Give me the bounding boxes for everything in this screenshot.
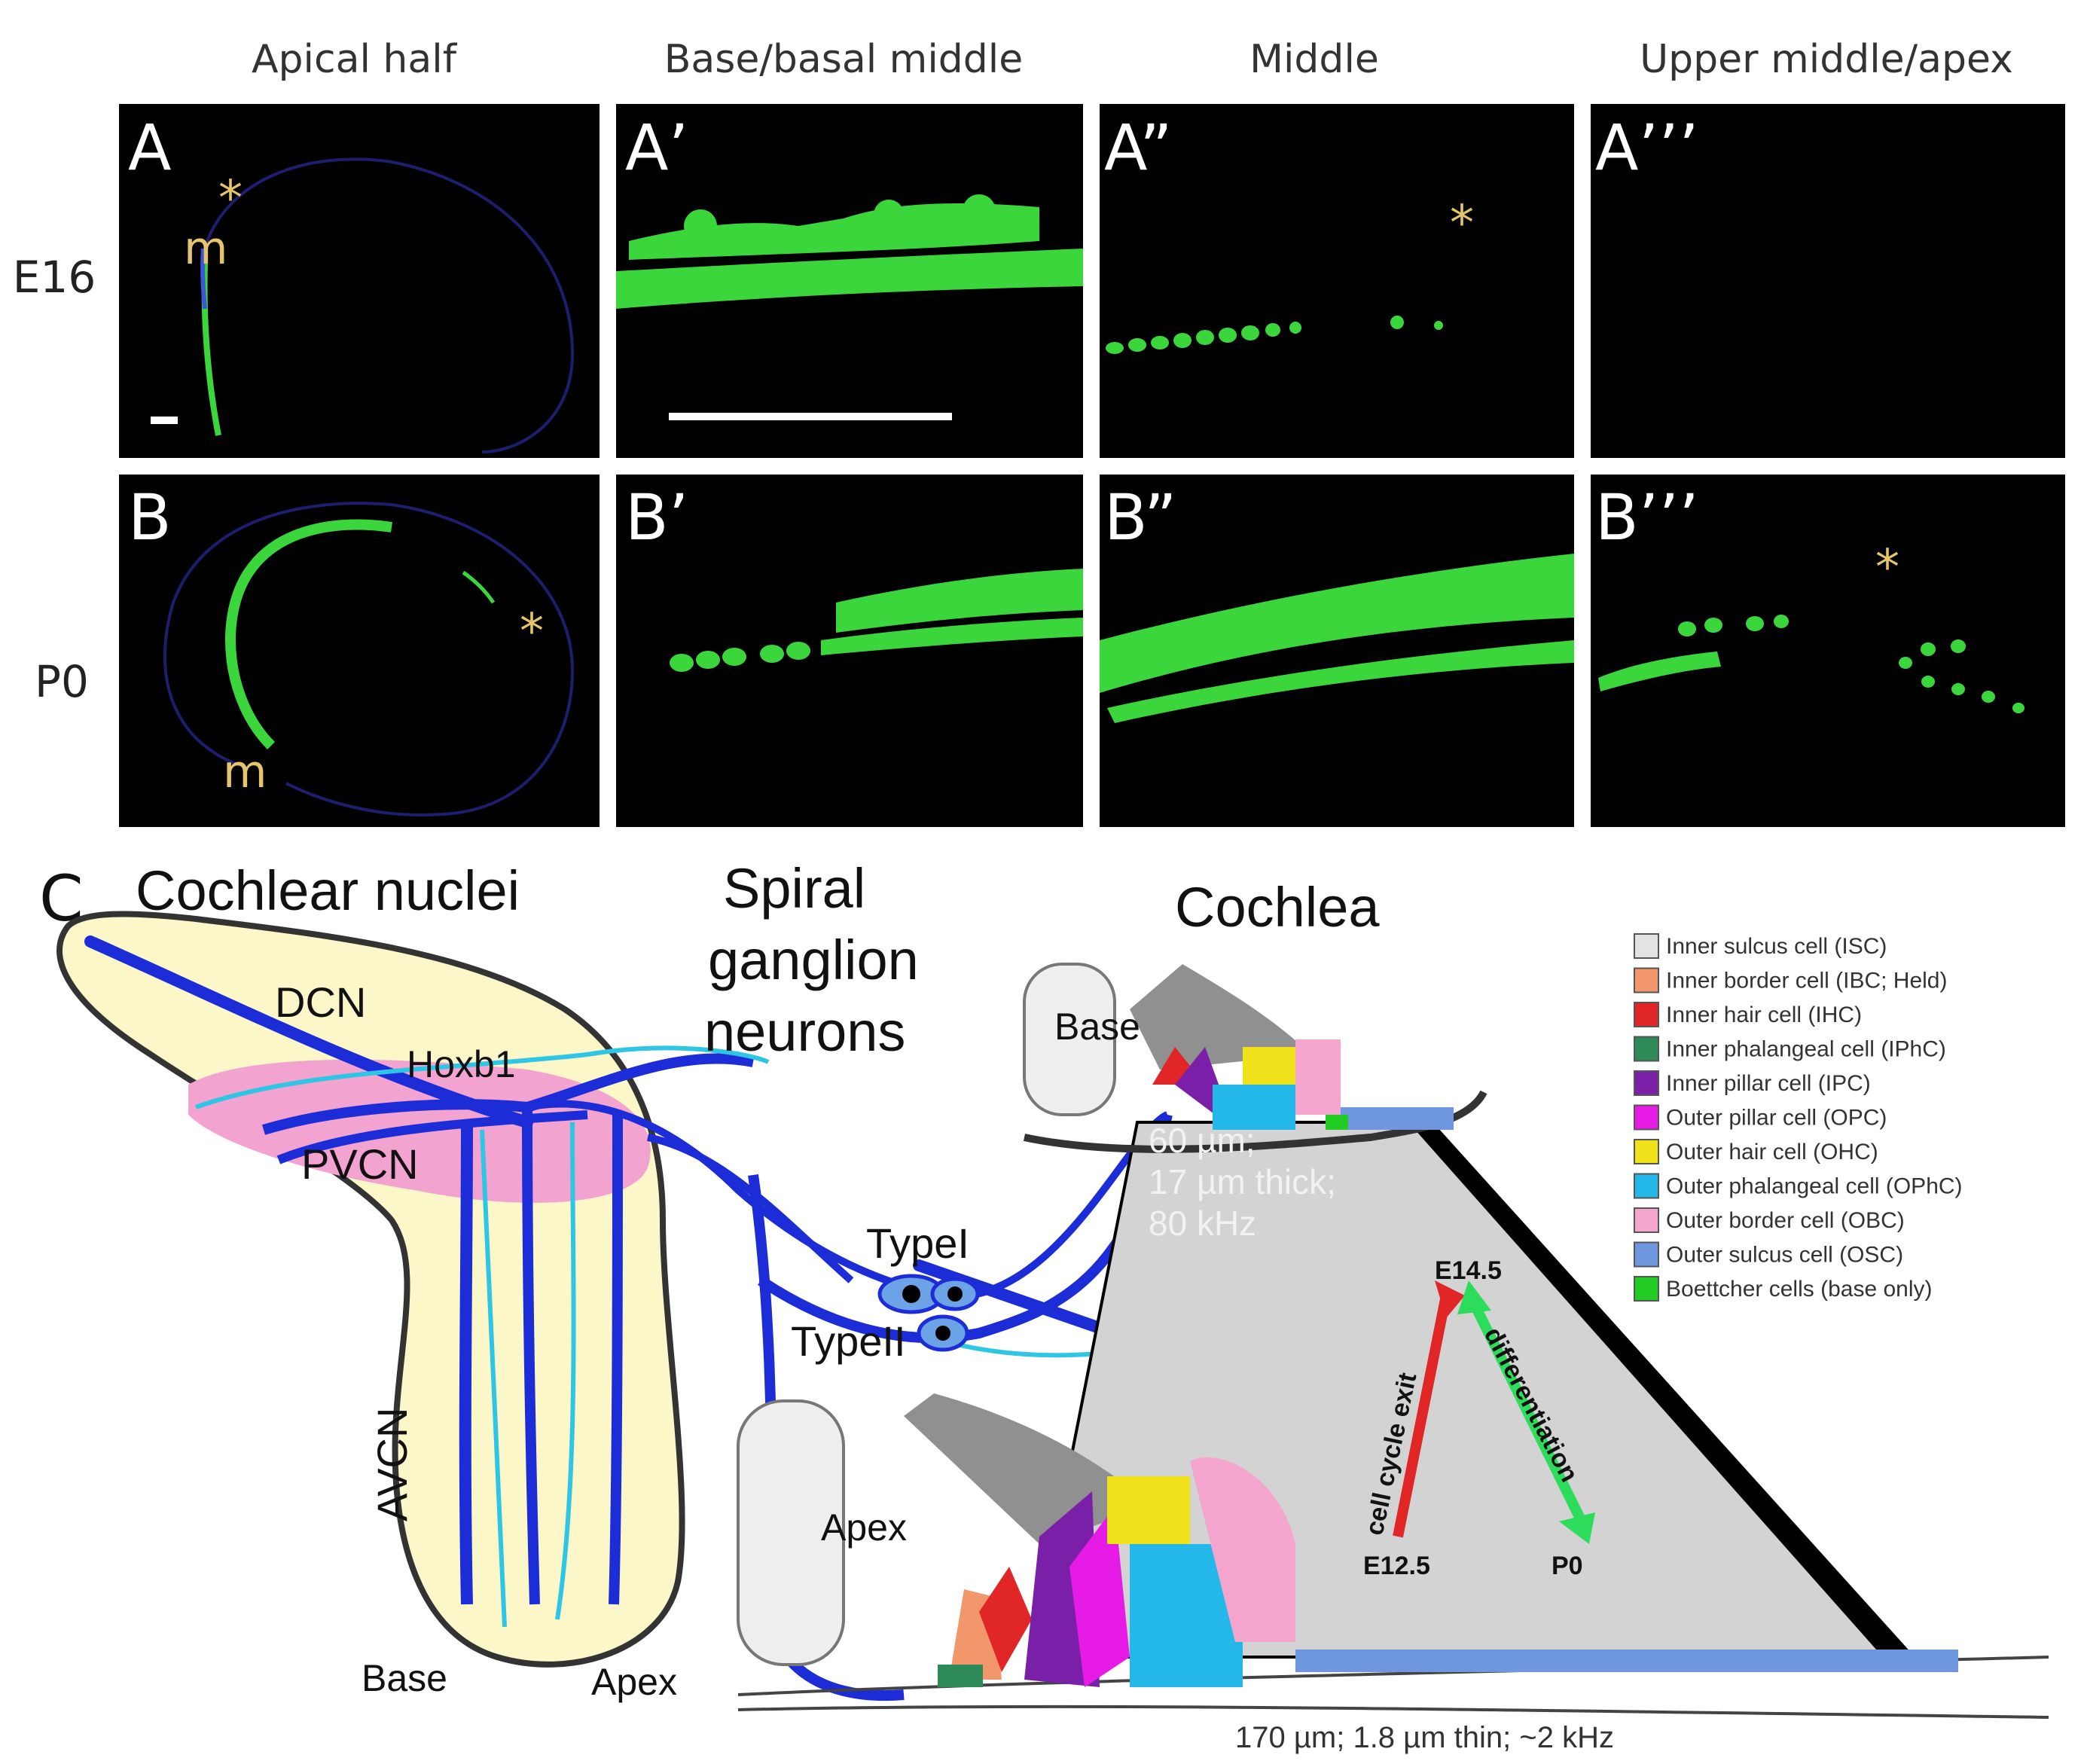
panel-b-prime: B’ [616, 475, 1083, 827]
wedge-edge [1408, 1122, 1913, 1657]
dcn-label: DCN [275, 978, 366, 1026]
cochlea-apex-diagram [737, 1393, 2049, 1719]
column-header-upper-middle-apex: Upper middle/apex [1640, 37, 2013, 82]
legend-label: Inner border cell (IBC; Held) [1666, 969, 1947, 993]
legend-swatch [1634, 1241, 1659, 1268]
spiral-ganglion-title-1: Spiral [723, 857, 865, 920]
cochlea-base-label: Base [1054, 1006, 1140, 1048]
legend-label: Outer pillar cell (OPC) [1666, 1106, 1887, 1131]
panel-label-a-prime: A’ [625, 111, 688, 185]
legend-label: Inner hair cell (IHC) [1666, 1003, 1862, 1027]
type1-label: TypeI [866, 1219, 969, 1267]
cochlear-nuclei-diagram [56, 911, 685, 1668]
panel-label-a-triple-prime: A’’’ [1595, 111, 1699, 185]
nuclei-apex-label: Apex [591, 1661, 677, 1703]
panel-b: B * m [119, 475, 600, 827]
legend-swatch [1634, 1070, 1659, 1096]
panel-label-b-triple-prime: B’’’ [1595, 481, 1699, 554]
cochlea-apex-label: Apex [821, 1506, 907, 1549]
m-marker: m [184, 222, 227, 275]
legend-label: Outer phalangeal cell (OPhC) [1666, 1174, 1963, 1199]
hoxb1-label: Hoxb1 [407, 1043, 516, 1085]
type2-label: TypeII [791, 1317, 906, 1365]
panel-a-triple-prime: A’’’ [1591, 104, 2065, 458]
star-marker: * [520, 604, 544, 660]
legend-swatch [1634, 1173, 1659, 1199]
legend-swatch [1634, 1104, 1659, 1131]
legend-swatch [1634, 1002, 1659, 1027]
legend-label: Boettcher cells (base only) [1666, 1277, 1933, 1302]
e125-label: E12.5 [1363, 1552, 1430, 1580]
base-specs-line-1: 60 µm; [1149, 1121, 1256, 1160]
legend-label: Inner phalangeal cell (IPhC) [1666, 1037, 1946, 1062]
base-specs-line-3: 80 kHz [1149, 1204, 1256, 1243]
column-header-middle: Middle [1249, 37, 1379, 82]
legend-swatch [1634, 933, 1659, 959]
cochlear-nuclei-title: Cochlear nuclei [136, 859, 520, 922]
spiral-ganglion-title-2: ganglion [708, 929, 919, 991]
legend-label: Outer hair cell (OHC) [1666, 1140, 1878, 1164]
legend-label: Inner sulcus cell (ISC) [1666, 934, 1887, 959]
column-header-apical-half: Apical half [252, 37, 458, 82]
star-marker: * [218, 171, 243, 227]
panel-a: A * m [119, 104, 600, 458]
panel-label-a: A [128, 111, 171, 185]
legend-label: Inner pillar cell (IPC) [1666, 1071, 1871, 1096]
row-header-p0: P0 [35, 656, 89, 707]
legend-label: Outer sulcus cell (OSC) [1666, 1243, 1903, 1268]
row-header-e16: E16 [13, 252, 96, 303]
legend-swatch [1634, 967, 1659, 993]
column-header-base: Base/basal middle [664, 37, 1024, 82]
cell-type-legend: Inner sulcus cell (ISC) Inner border cell… [1634, 933, 1963, 1302]
p0-label: P0 [1552, 1552, 1583, 1580]
m-marker: m [223, 746, 267, 798]
nuclei-base-label: Base [362, 1657, 447, 1699]
pvcn-label: PVCN [301, 1140, 419, 1188]
type2-neuron [917, 1314, 969, 1352]
panel-a-double-prime: A” * [1100, 104, 1574, 458]
cochlea-title: Cochlea [1175, 876, 1380, 938]
spiral-ganglion-title-3: neurons [704, 1000, 905, 1063]
panel-b-double-prime: B” [1100, 475, 1574, 827]
legend-swatch [1634, 1207, 1659, 1233]
avcn-label: AVCN [368, 1408, 416, 1521]
panel-b-triple-prime: B’’’ * [1591, 475, 2065, 827]
base-specs-line-2: 17 µm thick; [1149, 1162, 1336, 1201]
type1-neuron [877, 1274, 980, 1314]
legend-swatch [1634, 1276, 1659, 1302]
legend-swatch [1634, 1036, 1659, 1062]
development-arrows [1393, 1280, 1595, 1544]
panel-label-b-prime: B’ [625, 481, 688, 554]
star-marker: * [1450, 196, 1474, 252]
e145-label: E14.5 [1435, 1256, 1502, 1285]
panel-a-prime: A’ [616, 104, 1083, 458]
apex-specs: 170 µm; 1.8 µm thin; ~2 kHz [1235, 1721, 1614, 1754]
panel-label-a-double-prime: A” [1104, 111, 1173, 185]
cochlea-base-diagram [1023, 963, 1487, 1153]
star-marker: * [1875, 540, 1899, 596]
legend-swatch [1634, 1139, 1659, 1164]
legend-label: Outer border cell (OBC) [1666, 1208, 1905, 1233]
panel-label-b-double-prime: B” [1104, 481, 1177, 554]
panel-label-b: B [128, 481, 172, 554]
